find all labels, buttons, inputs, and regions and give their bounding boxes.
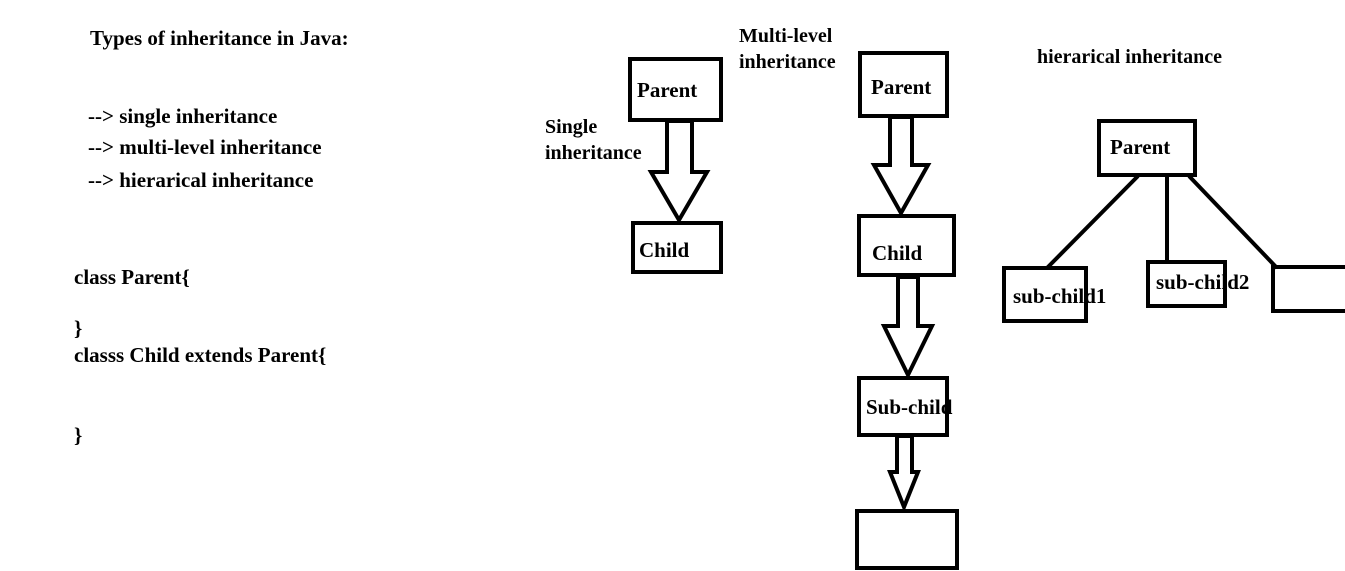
hierarchical-child1-label: sub-child1 — [1013, 284, 1107, 308]
multilevel-parent-label: Parent — [871, 75, 932, 99]
single-child-box — [631, 221, 723, 274]
type-item-hierarchical: --> hierarical inheritance — [88, 168, 314, 192]
single-child-label: Child — [639, 238, 690, 262]
multilevel-arrow-1 — [870, 115, 932, 218]
hierarchical-title: hierarical inheritance — [1037, 46, 1222, 68]
code-line-close-brace-1: } — [74, 316, 83, 340]
code-line-close-brace-2: } — [74, 423, 83, 447]
hierarchical-parent-box — [1097, 119, 1197, 177]
notes-title: Types of inheritance in Java: — [90, 26, 349, 50]
hierarchical-line-right — [1187, 174, 1279, 270]
multilevel-child-label: Child — [872, 241, 923, 265]
multilevel-arrow-2 — [880, 275, 936, 380]
single-title-line1: Single — [545, 116, 598, 138]
hierarchical-child1-box — [1002, 266, 1088, 323]
code-line-class-child: classs Child extends Parent{ — [74, 343, 327, 367]
single-arrow — [647, 119, 711, 224]
type-item-multilevel: --> multi-level inheritance — [88, 135, 322, 159]
hierarchical-child2-box — [1146, 260, 1227, 308]
multilevel-subchild-label: Sub-child — [866, 395, 953, 419]
multilevel-empty-box — [855, 509, 959, 570]
hierarchical-parent-label: Parent — [1110, 135, 1171, 159]
multilevel-title-line1: Multi-level — [739, 25, 833, 47]
single-title-line2: inheritance — [545, 142, 642, 164]
code-line-class-parent: class Parent{ — [74, 265, 190, 289]
type-item-single: --> single inheritance — [88, 104, 278, 128]
multilevel-arrow-3 — [887, 434, 921, 513]
hierarchical-empty-box — [1271, 265, 1345, 313]
hierarchical-child2-label: sub-child2 — [1156, 270, 1250, 294]
single-parent-label: Parent — [637, 78, 698, 102]
multilevel-title-line2: inheritance — [739, 51, 836, 73]
hierarchical-line-left — [1045, 174, 1140, 270]
